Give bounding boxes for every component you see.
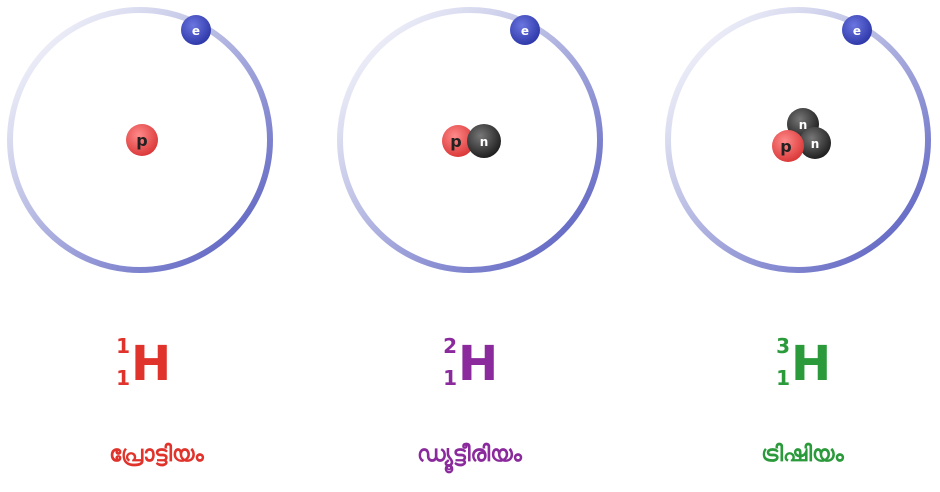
proton: p: [126, 124, 158, 156]
element-symbol: H: [131, 338, 171, 390]
atom-diagram-protium: p e: [0, 0, 313, 300]
proton: p: [772, 130, 804, 162]
isotope-panel-tritium: n n p e 3 1 H ട്രിഷിയം: [626, 0, 939, 492]
svg-text:n: n: [811, 137, 820, 151]
mass-number: 1: [116, 336, 130, 356]
isotope-symbol: 2 1 H: [313, 332, 626, 402]
svg-text:p: p: [450, 132, 461, 151]
electron: e: [181, 15, 211, 45]
element-symbol: H: [458, 338, 498, 390]
isotope-name: പ്രോട്ടിയം: [0, 440, 313, 470]
neutron: n: [467, 124, 501, 158]
isotope-name: ട്രിഷിയം: [646, 440, 940, 470]
isotope-panel-protium: p e 1 1 H പ്രോട്ടിയം: [0, 0, 313, 492]
atomic-number: 1: [443, 368, 457, 388]
isotope-symbol: 3 1 H: [626, 332, 939, 402]
svg-text:p: p: [136, 131, 147, 150]
electron: e: [842, 15, 872, 45]
svg-text:p: p: [780, 137, 791, 156]
mass-number: 3: [776, 336, 790, 356]
atomic-number: 1: [776, 368, 790, 388]
mass-number: 2: [443, 336, 457, 356]
svg-text:e: e: [853, 24, 861, 38]
neutron: n: [799, 127, 831, 159]
atomic-number: 1: [116, 368, 130, 388]
svg-text:e: e: [192, 24, 200, 38]
isotope-name: ഡ്യൂട്ടീരിയം: [313, 440, 626, 470]
atom-diagram-tritium: n n p e: [626, 0, 939, 300]
element-symbol: H: [791, 338, 831, 390]
electron: e: [510, 15, 540, 45]
svg-text:n: n: [480, 135, 489, 149]
atom-diagram-deuterium: p n e: [313, 0, 626, 300]
isotope-symbol: 1 1 H: [0, 332, 313, 402]
isotope-panel-deuterium: p n e 2 1 H ഡ്യൂട്ടീരിയം: [313, 0, 626, 492]
svg-text:e: e: [521, 24, 529, 38]
